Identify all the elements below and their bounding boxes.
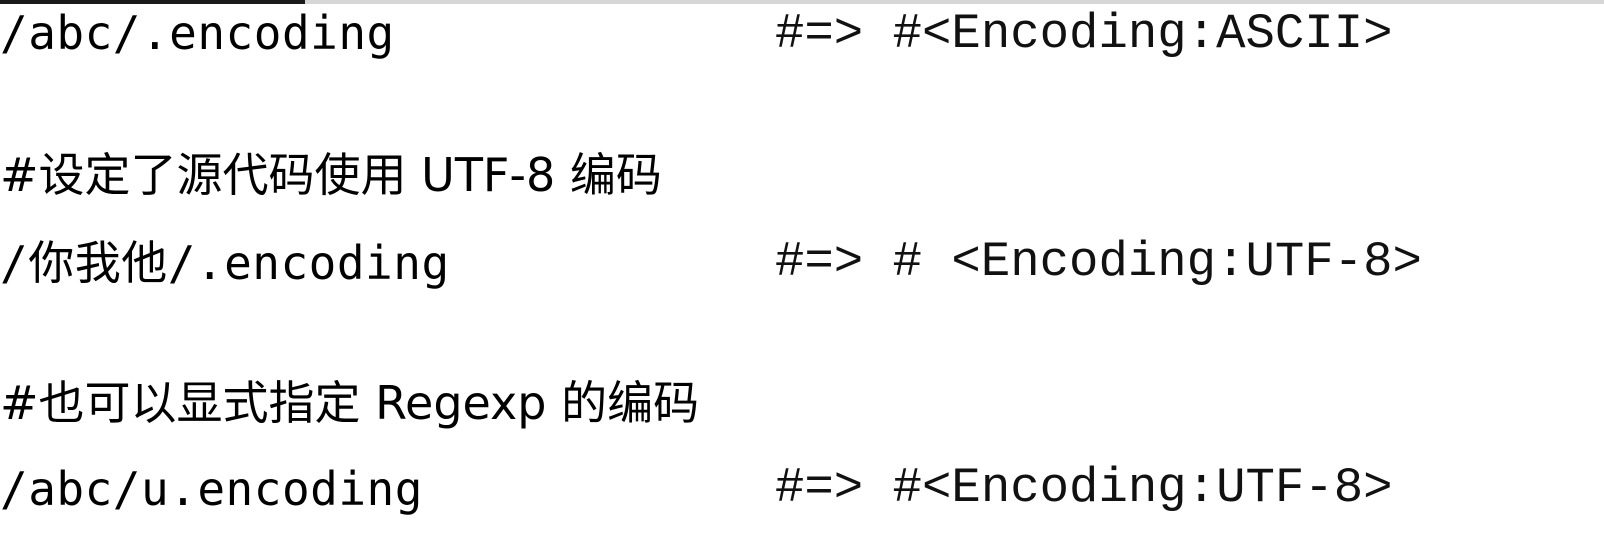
comment-line-2: #也可以显式指定 Regexp 的编码 xyxy=(0,376,700,430)
code-line-3: /abc/u.encoding xyxy=(0,462,423,516)
result-line-2: #=> # <Encoding:UTF-8> xyxy=(775,234,1422,290)
code-line-1: /abc/.encoding xyxy=(0,6,395,60)
result-line-1: #=> #<Encoding:ASCII> xyxy=(775,6,1393,62)
scroll-indicator-thumb xyxy=(0,0,305,4)
scroll-indicator xyxy=(0,0,1604,4)
comment-line-1: #设定了源代码使用 UTF-8 编码 xyxy=(0,148,662,202)
result-line-3: #=> #<Encoding:UTF-8> xyxy=(775,460,1393,516)
code-line-2: /你我他/.encoding xyxy=(0,236,450,290)
